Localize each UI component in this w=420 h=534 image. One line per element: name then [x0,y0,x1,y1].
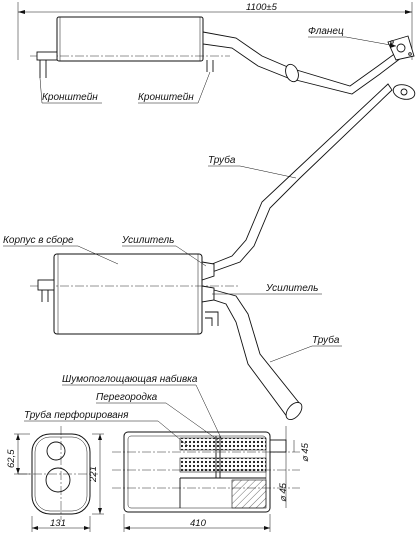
partition-label: Перегородка [96,392,158,403]
top-muffler-body [56,16,204,62]
section-outlet-pipe [269,439,287,453]
bracket-label-1: Кронштейн [42,92,98,103]
perforated-pipe-top [179,437,267,451]
end-view-hole-bottom [45,467,71,493]
dim-410: 410 [190,518,207,529]
flange [387,35,415,61]
perforated-pipe-label: Труба перфорированя [24,409,129,421]
reinforcement-label-1: Усилитель [121,235,174,246]
lower-pipe-end [285,401,303,421]
dim-diameter-top: ⌀ 45 [300,442,311,462]
top-pipe-joint [285,63,299,83]
dim-131: 131 [50,518,66,529]
overall-length-label: 1100±5 [246,2,278,13]
side-section-view: 410 ⌀ 45 ⌀ 45 Шумопоглощающая набивка Пе… [24,373,311,532]
dim-diameter-bottom: ⌀ 45 [278,482,289,502]
top-bracket-right [206,60,214,72]
housing-label: Корпус в сборе [3,234,74,246]
flange-label: Фланец [308,26,344,37]
dim-62-5: 62,5 [6,449,17,468]
top-view-assembly: 1100±5 Фланец Кронштейн Кронштейн [17,2,415,104]
middle-lower-pipe [213,289,301,419]
pipe-label-1: Труба [208,154,236,166]
middle-pipe-flange [392,84,416,100]
top-tailpipe [36,51,58,61]
pipe-label-2: Труба [312,334,340,346]
reinforcement-label-2: Усилитель [265,283,318,294]
end-view: 62,5 221 131 [6,426,104,532]
bracket-label-2: Кронштейн [138,92,194,103]
middle-bracket [205,311,219,326]
middle-long-pipe [211,83,393,273]
top-bracket-left [39,60,47,78]
middle-view-assembly: Труба Корпус в сборе Усилитель Усилитель… [3,83,416,421]
perforated-pipe-bottom [179,457,267,473]
middle-tailpipe [37,279,55,291]
sound-absorbing-label: Шумопоглощающая набивка [62,373,198,385]
reinforcement-top [201,261,215,281]
end-view-hole-top [46,441,66,461]
middle-muffler-body [53,253,203,335]
sound-absorbing-fill [231,479,267,509]
dim-221: 221 [88,466,99,483]
